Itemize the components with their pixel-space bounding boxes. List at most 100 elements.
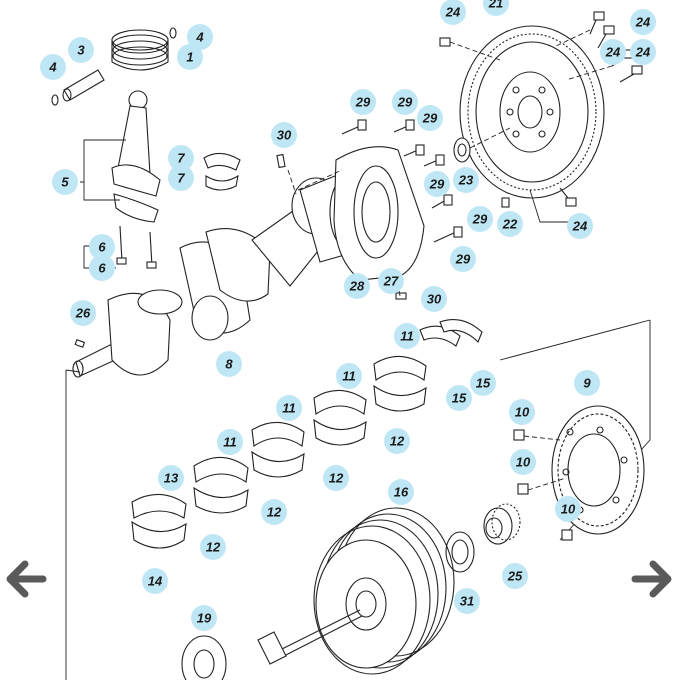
callout-10-a[interactable]: 10 (509, 399, 535, 425)
snap-ring (51, 27, 177, 106)
svg-text:10: 10 (515, 405, 530, 420)
callout-24-right-3[interactable]: 24 (630, 39, 656, 65)
crank-pulley (313, 507, 455, 675)
callout-25[interactable]: 25 (502, 563, 528, 589)
callout-11-b[interactable]: 11 (336, 363, 362, 389)
callout-7-b[interactable]: 7 (168, 165, 194, 191)
callout-23[interactable]: 23 (453, 167, 479, 193)
svg-text:28: 28 (349, 279, 365, 294)
callout-4-top[interactable]: 4 (187, 24, 213, 50)
callout-29-f[interactable]: 29 (450, 246, 476, 272)
callout-19[interactable]: 19 (191, 605, 217, 631)
callout-9[interactable]: 9 (574, 370, 600, 396)
svg-text:22: 22 (502, 217, 518, 232)
svg-text:5: 5 (61, 175, 69, 190)
callout-7-a[interactable]: 7 (168, 145, 194, 171)
main-bearing-upper (131, 355, 427, 519)
callout-4-left[interactable]: 4 (40, 54, 66, 80)
next-arrow-button[interactable] (626, 553, 678, 605)
svg-text:19: 19 (197, 611, 212, 626)
callout-11-c[interactable]: 11 (276, 395, 302, 421)
svg-text:30: 30 (277, 128, 292, 143)
svg-text:29: 29 (429, 177, 445, 192)
oil-seal-housing (333, 146, 425, 281)
svg-text:24: 24 (605, 45, 621, 60)
callout-14[interactable]: 14 (142, 568, 168, 594)
callout-11-d[interactable]: 11 (217, 429, 243, 455)
pilot-bearing (453, 137, 471, 163)
svg-text:12: 12 (206, 540, 221, 555)
pulley-bolt (257, 609, 363, 665)
svg-text:14: 14 (148, 574, 163, 589)
callout-15-a[interactable]: 15 (446, 385, 472, 411)
callout-22[interactable]: 22 (497, 211, 523, 237)
svg-text:4: 4 (48, 60, 57, 75)
svg-text:24: 24 (635, 15, 651, 30)
callout-8[interactable]: 8 (216, 351, 242, 377)
svg-text:6: 6 (98, 261, 106, 276)
svg-text:15: 15 (476, 376, 491, 391)
svg-text:3: 3 (77, 43, 85, 58)
callout-5[interactable]: 5 (52, 169, 78, 195)
callout-1[interactable]: 1 (177, 44, 203, 70)
svg-text:11: 11 (342, 369, 356, 384)
svg-text:10: 10 (516, 455, 531, 470)
callout-24-top[interactable]: 24 (440, 0, 466, 25)
callout-21[interactable]: 21 (483, 0, 509, 16)
callout-16[interactable]: 16 (388, 479, 414, 505)
callout-27[interactable]: 27 (378, 268, 404, 294)
callout-29-a[interactable]: 29 (350, 89, 376, 115)
crank-oil-seal (445, 531, 475, 573)
callout-24-bottom[interactable]: 24 (567, 213, 593, 239)
callout-29-c[interactable]: 29 (417, 105, 443, 131)
svg-text:24: 24 (635, 45, 651, 60)
callout-13[interactable]: 13 (158, 465, 184, 491)
callout-3[interactable]: 3 (68, 37, 94, 63)
svg-text:24: 24 (445, 5, 461, 20)
svg-text:12: 12 (329, 471, 344, 486)
svg-text:27: 27 (383, 274, 399, 289)
callout-12-a[interactable]: 12 (384, 428, 410, 454)
svg-text:15: 15 (452, 391, 467, 406)
connecting-rod (111, 90, 161, 223)
svg-text:31: 31 (460, 594, 474, 609)
main-bearing-lower (131, 384, 427, 549)
svg-text:13: 13 (164, 471, 179, 486)
svg-text:16: 16 (394, 485, 409, 500)
piston (111, 29, 169, 71)
svg-text:9: 9 (583, 376, 591, 391)
callout-24-right-2[interactable]: 24 (600, 39, 626, 65)
svg-text:12: 12 (267, 505, 282, 520)
callout-26[interactable]: 26 (70, 300, 96, 326)
svg-text:25: 25 (507, 569, 523, 584)
plate-bolts (513, 429, 573, 541)
callout-12-c[interactable]: 12 (261, 499, 287, 525)
svg-text:7: 7 (177, 171, 185, 186)
timing-sprocket (483, 503, 521, 545)
callout-30-bottom[interactable]: 30 (421, 286, 447, 312)
callout-24-right-1[interactable]: 24 (630, 9, 656, 35)
svg-text:12: 12 (390, 434, 405, 449)
callout-6-b[interactable]: 6 (89, 255, 115, 281)
svg-text:30: 30 (427, 292, 442, 307)
callout-31[interactable]: 31 (454, 588, 480, 614)
callout-28[interactable]: 28 (344, 273, 370, 299)
callout-12-d[interactable]: 12 (200, 534, 226, 560)
callout-6-a[interactable]: 6 (89, 234, 115, 260)
callout-30-top[interactable]: 30 (271, 122, 297, 148)
prev-arrow-button[interactable] (0, 553, 52, 605)
callout-12-b[interactable]: 12 (323, 465, 349, 491)
callout-10-b[interactable]: 10 (510, 449, 536, 475)
svg-text:1: 1 (186, 50, 193, 65)
callout-29-e[interactable]: 29 (467, 206, 493, 232)
callout-11-a[interactable]: 11 (394, 323, 420, 349)
svg-text:11: 11 (223, 435, 237, 450)
callout-29-d[interactable]: 29 (424, 171, 450, 197)
svg-text:26: 26 (75, 306, 91, 321)
callout-10-c[interactable]: 10 (555, 496, 581, 522)
callout-29-b[interactable]: 29 (392, 89, 418, 115)
svg-text:29: 29 (422, 111, 438, 126)
svg-text:6: 6 (98, 240, 106, 255)
svg-text:7: 7 (177, 151, 185, 166)
callout-15-b[interactable]: 15 (470, 370, 496, 396)
